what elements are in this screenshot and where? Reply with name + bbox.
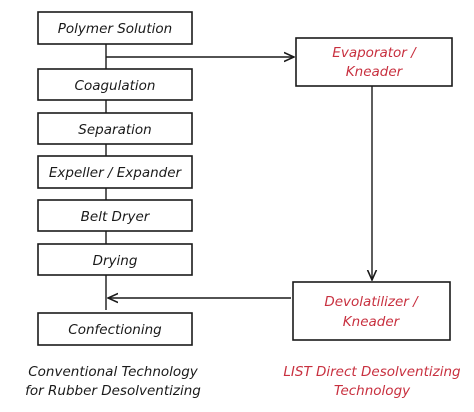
box-separation: Separation	[37, 112, 193, 145]
label-devolatilizer: Devolatilizer /	[324, 294, 419, 310]
label-devolatilizer-kneader: Kneader	[343, 314, 401, 330]
box-drying: Drying	[37, 243, 193, 276]
label-belt-dryer: Belt Dryer	[81, 209, 151, 225]
label-separation: Separation	[78, 122, 151, 138]
box-evaporator-kneader: Evaporator / Kneader	[295, 37, 453, 87]
box-polymer-solution: Polymer Solution	[37, 11, 193, 45]
caption-conventional-line-1: Conventional Technology	[28, 364, 199, 380]
label-coagulation: Coagulation	[75, 78, 156, 94]
caption-list-line-2: Technology	[334, 383, 411, 399]
label-drying: Drying	[93, 253, 138, 269]
label-evaporator: Evaporator /	[332, 45, 417, 61]
label-polymer-solution: Polymer Solution	[58, 21, 172, 37]
label-evaporator-kneader: Kneader	[346, 64, 404, 80]
label-confectioning: Confectioning	[68, 322, 162, 338]
caption-conventional-line-2: for Rubber Desolventizing	[25, 383, 201, 399]
caption-list-line-1: LIST Direct Desolventizing	[283, 364, 461, 380]
box-coagulation: Coagulation	[37, 68, 193, 101]
box-devolatilizer-kneader: Devolatilizer / Kneader	[292, 281, 451, 341]
box-belt-dryer: Belt Dryer	[37, 199, 193, 232]
box-expeller-expander: Expeller / Expander	[37, 155, 193, 189]
box-confectioning: Confectioning	[37, 312, 193, 346]
label-expeller-expander: Expeller / Expander	[49, 165, 183, 181]
